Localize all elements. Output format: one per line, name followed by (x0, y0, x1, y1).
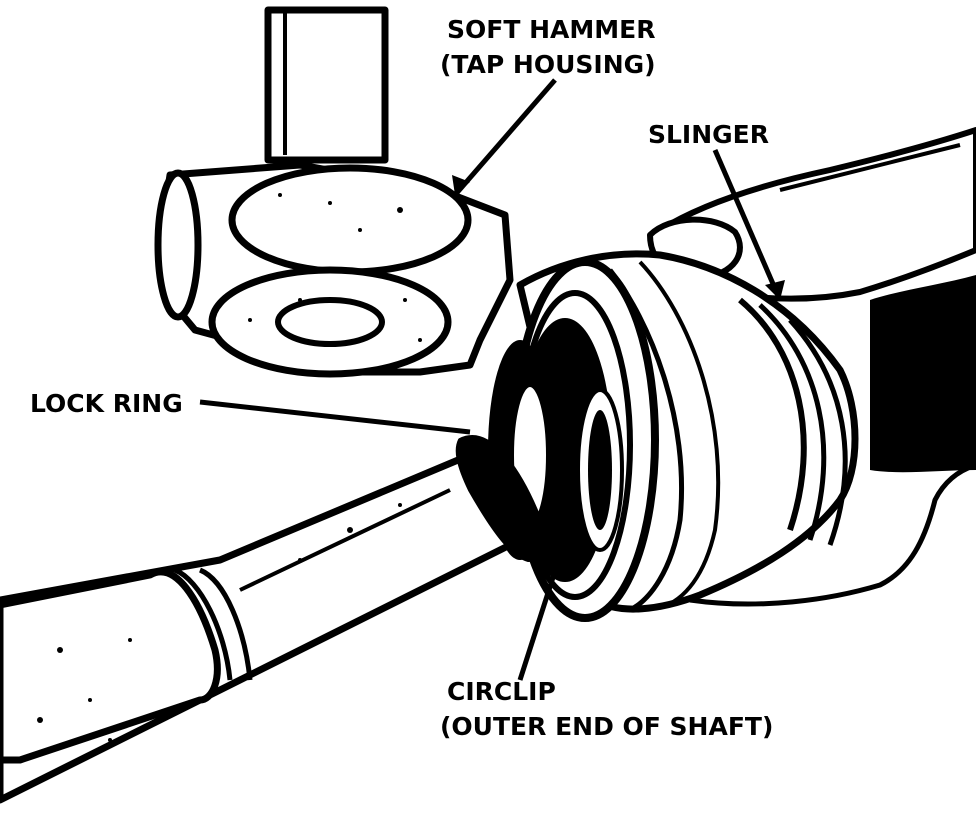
leader-arrowheads (452, 175, 785, 300)
leader-lock-ring (199, 399, 471, 435)
label-soft-hammer-line1: SOFT HAMMER (447, 15, 655, 44)
label-soft-hammer-line2: (TAP HOUSING) (440, 50, 656, 79)
leader-slinger (712, 149, 783, 301)
label-lock-ring: LOCK RING (30, 389, 183, 418)
label-circlip-line2: (OUTER END OF SHAFT) (440, 712, 773, 741)
label-circlip-line1: CIRCLIP (447, 677, 556, 706)
axle-shaft (0, 435, 546, 804)
leader-circlip (517, 539, 568, 681)
label-slinger: SLINGER (648, 120, 769, 149)
leader-soft-hammer (453, 78, 557, 197)
housing (488, 250, 859, 622)
leader-lines (199, 78, 783, 681)
hand (647, 127, 976, 607)
soft-hammer (154, 6, 514, 378)
